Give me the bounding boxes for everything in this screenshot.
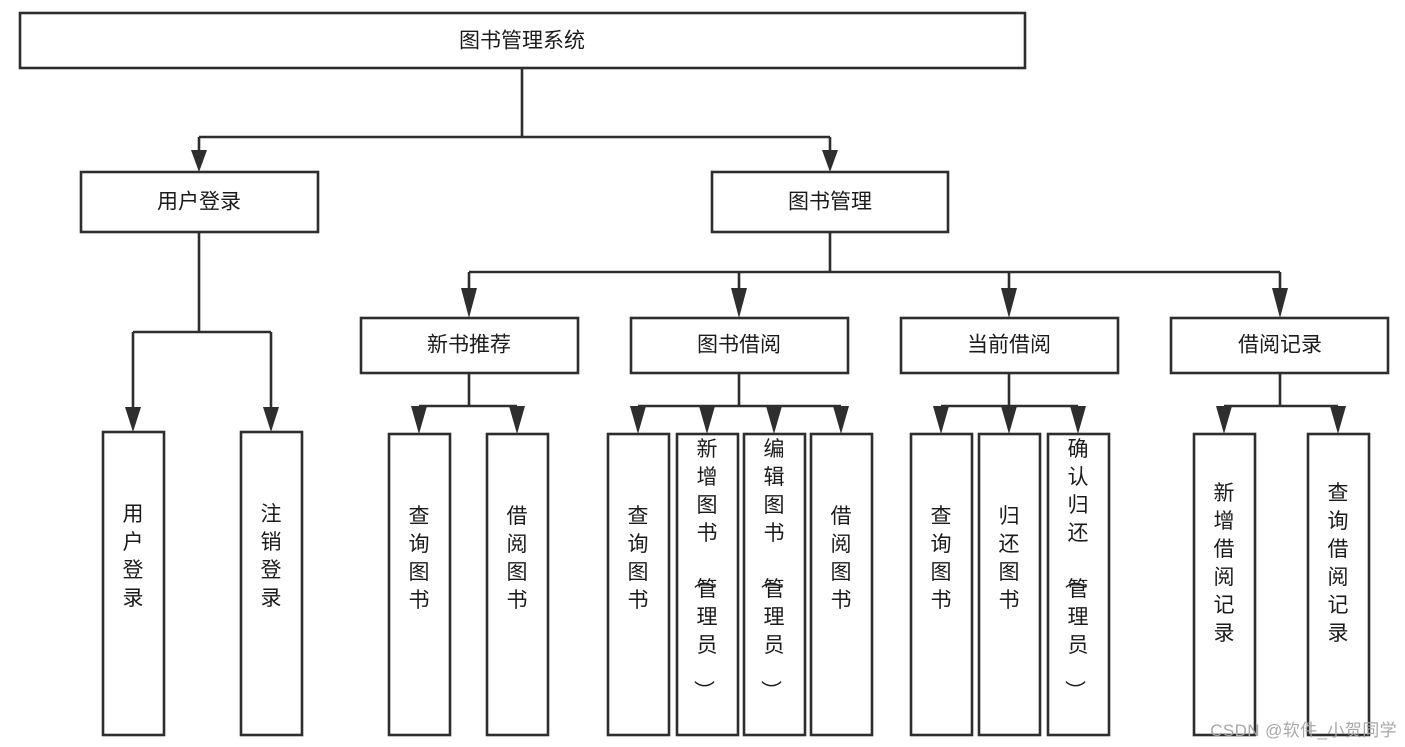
node-leaf-confirm-return-label: 确认归还（管理员） [1063, 438, 1089, 701]
node-book-borrow-label: 图书借阅 [697, 334, 781, 357]
node-current-borrow-box[interactable] [899, 316, 1120, 375]
node-root[interactable]: 图书管理系统 [18, 11, 1027, 70]
node-leaf-borrow-book-1[interactable]: 借阅图书 [485, 432, 550, 737]
arrow-head-leaf-borrow-book-1 [509, 406, 525, 434]
node-leaf-query-book-1-label: 查询图书 [409, 505, 430, 612]
node-leaf-query-record-box[interactable] [1306, 432, 1371, 737]
node-user-login-label: 用户登录 [157, 191, 241, 214]
arrow-head-leaf-return-book [1001, 406, 1017, 434]
node-book-management-box[interactable] [710, 170, 950, 234]
node-book-borrow[interactable]: 图书借阅 [629, 316, 850, 375]
node-leaf-return-book-box[interactable] [977, 432, 1042, 737]
arrow-head-leaf-query-record [1330, 406, 1346, 434]
arrow-head-leaf-edit-book [766, 406, 782, 434]
node-leaf-return-book[interactable]: 归还图书 [977, 432, 1042, 737]
node-leaf-query-book-2-label: 查询图书 [628, 505, 649, 612]
arrow-head-leaf-add-book [699, 406, 715, 434]
node-leaf-edit-book-box[interactable] [742, 432, 807, 737]
node-borrow-record-label: 借阅记录 [1238, 334, 1322, 357]
node-user-login[interactable]: 用户登录 [79, 170, 320, 234]
node-root-box[interactable] [18, 11, 1027, 70]
node-new-book-recommend-label: 新书推荐 [427, 334, 511, 357]
node-leaf-user-login[interactable]: 用户登录 [101, 430, 166, 737]
node-book-management[interactable]: 图书管理 [710, 170, 950, 234]
node-leaf-user-login-label: 用户登录 [123, 503, 144, 610]
node-leaf-query-record-label: 查询借阅记录 [1328, 482, 1349, 645]
node-leaf-add-record[interactable]: 新增借阅记录 [1192, 432, 1257, 737]
arrow-head-leaf-query-book-2 [630, 406, 646, 434]
node-leaf-query-book-2[interactable]: 查询图书 [606, 432, 671, 737]
node-current-borrow-label: 当前借阅 [967, 334, 1051, 357]
node-leaf-add-book-box[interactable] [675, 432, 740, 737]
node-root-label: 图书管理系统 [459, 30, 585, 53]
node-leaf-borrow-book-2[interactable]: 借阅图书 [809, 432, 874, 737]
node-book-borrow-box[interactable] [629, 316, 850, 375]
node-leaf-add-record-box[interactable] [1192, 432, 1257, 737]
arrow-head-user-login [191, 150, 207, 172]
node-leaf-user-logout-box[interactable] [239, 430, 304, 737]
node-new-book-recommend[interactable]: 新书推荐 [359, 316, 580, 375]
node-leaf-query-book-3[interactable]: 查询图书 [909, 432, 974, 737]
arrow-head-leaf-borrow-book-2 [833, 406, 849, 434]
arrow-head-leaf-add-record [1216, 406, 1232, 434]
node-leaf-user-logout[interactable]: 注销登录 [239, 430, 304, 737]
arrow-head-leaf-user-login [125, 407, 141, 432]
node-leaf-query-book-2-box[interactable] [606, 432, 671, 737]
node-user-login-box[interactable] [79, 170, 320, 234]
node-leaf-borrow-book-2-box[interactable] [809, 432, 874, 737]
node-leaf-borrow-book-1-box[interactable] [485, 432, 550, 737]
connector-layer [125, 68, 1346, 434]
arrow-head-current-borrow [1001, 288, 1017, 318]
node-leaf-edit-book-label: 编辑图书（管理员） [759, 438, 785, 701]
arrow-head-leaf-query-book-3 [933, 406, 949, 434]
arrow-head-borrow-record [1272, 288, 1288, 318]
node-leaf-query-book-3-label: 查询图书 [931, 505, 952, 612]
node-leaf-query-book-3-box[interactable] [909, 432, 974, 737]
node-borrow-record[interactable]: 借阅记录 [1169, 316, 1390, 375]
node-leaf-add-book-label: 新增图书（管理员） [692, 438, 718, 701]
arrow-head-leaf-query-book-1 [411, 406, 427, 434]
arrow-head-book-borrow [731, 288, 747, 318]
node-leaf-query-record[interactable]: 查询借阅记录 [1306, 432, 1371, 737]
node-leaf-add-book[interactable]: 新增图书（管理员） [675, 432, 740, 737]
node-leaf-edit-book[interactable]: 编辑图书（管理员） [742, 432, 807, 737]
node-leaf-user-login-box[interactable] [101, 430, 166, 737]
node-leaf-return-book-label: 归还图书 [999, 505, 1020, 612]
node-leaf-add-record-label: 新增借阅记录 [1214, 482, 1235, 645]
arrow-head-new-book-recommend [461, 288, 477, 318]
node-borrow-record-box[interactable] [1169, 316, 1390, 375]
node-leaf-user-logout-label: 注销登录 [261, 503, 282, 610]
node-leaf-query-book-1[interactable]: 查询图书 [387, 432, 452, 737]
node-current-borrow[interactable]: 当前借阅 [899, 316, 1120, 375]
node-book-management-label: 图书管理 [788, 191, 872, 214]
node-leaf-confirm-return-box[interactable] [1046, 432, 1111, 737]
node-leaf-confirm-return[interactable]: 确认归还（管理员） [1046, 432, 1111, 737]
arrow-head-leaf-confirm-return [1070, 406, 1086, 434]
node-leaf-borrow-book-1-label: 借阅图书 [507, 505, 528, 612]
arrow-head-book-management [822, 150, 838, 172]
node-leaf-borrow-book-2-label: 借阅图书 [831, 505, 852, 612]
arrow-head-leaf-user-logout [263, 407, 279, 432]
node-new-book-recommend-box[interactable] [359, 316, 580, 375]
node-leaf-query-book-1-box[interactable] [387, 432, 452, 737]
